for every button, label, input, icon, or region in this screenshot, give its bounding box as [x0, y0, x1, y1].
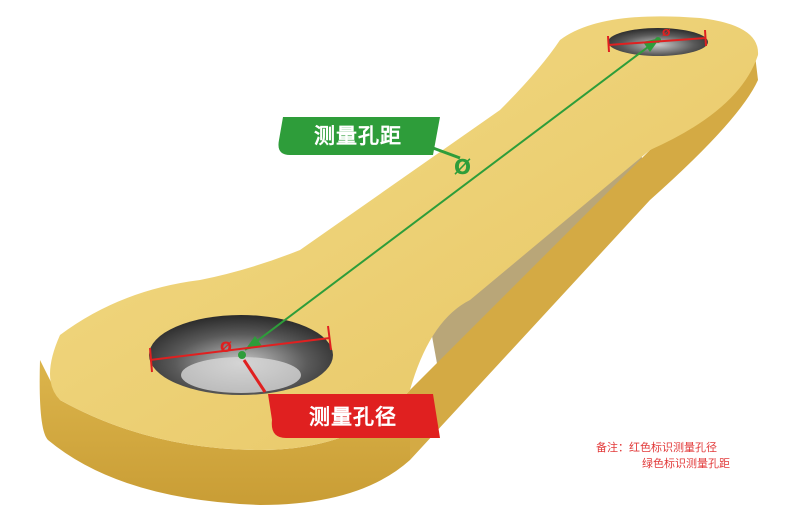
- diameter-symbol-large: Ø: [220, 340, 232, 356]
- large-hole-diameter-tick-right: [327, 325, 332, 351]
- note-prefix: 备注：: [596, 441, 629, 454]
- red-callout-leader: [242, 359, 267, 393]
- part-side-face: [39, 360, 411, 505]
- note-line-1: 备注：红色标识测量孔径: [596, 440, 730, 456]
- callout-hole-diameter: 测量孔径: [309, 405, 397, 429]
- small-hole-diameter-tick-right: [704, 29, 707, 47]
- part-top-face: [50, 16, 759, 450]
- note-red-text: 红色标识测量孔径: [629, 441, 717, 454]
- legend-note: 备注：红色标识测量孔径 绿色标识测量孔距: [596, 440, 730, 472]
- diameter-symbol-distance: Ø: [454, 155, 471, 179]
- diameter-symbol-small: Ø: [662, 27, 671, 39]
- large-hole-diameter-tick-left: [149, 347, 153, 373]
- small-hole-diameter-tick-left: [607, 35, 610, 53]
- red-callout-bg: [268, 394, 440, 438]
- center-dot-large: [238, 351, 246, 359]
- green-callout-bg: [278, 117, 440, 155]
- note-line-2: 绿色标识测量孔距: [642, 457, 730, 470]
- part-right-side-face: [410, 55, 758, 460]
- callout-hole-distance: 测量孔距: [314, 124, 402, 148]
- small-hole-diameter-line: [607, 37, 707, 46]
- large-bore-inner: [181, 357, 301, 393]
- large-hole-diameter-line: [149, 337, 331, 361]
- hole-distance-line: [244, 37, 661, 351]
- green-callout-leader: [432, 146, 461, 160]
